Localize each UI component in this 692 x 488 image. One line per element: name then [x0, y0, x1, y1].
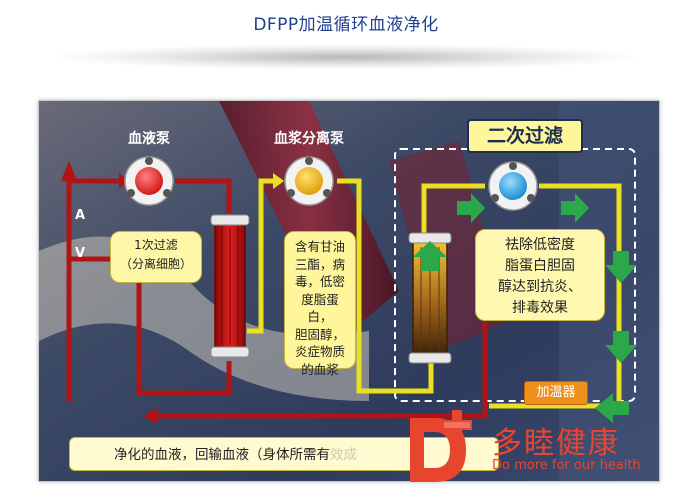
- plasma-line-6: 炎症物质: [294, 344, 345, 359]
- plasma-line-2: 三酯，病: [294, 256, 345, 272]
- secondary-pump: [488, 161, 538, 211]
- green-arrow-left: [595, 393, 629, 423]
- plasma-to-pump: [247, 178, 281, 334]
- plasma-line-4: 度脂蛋白，: [301, 291, 339, 325]
- plasma-arrow-1: [273, 173, 284, 189]
- green-arrow-down-1: [605, 251, 637, 283]
- logo-plus-horizontal: [442, 420, 472, 430]
- return-line: [149, 321, 488, 419]
- return-arrow: [143, 408, 157, 424]
- removal-line-4: 排毒效果: [512, 300, 568, 316]
- plasma-line-3: 毒，低密: [294, 274, 345, 289]
- venous-label: V: [75, 246, 85, 261]
- blood-pump: [124, 156, 174, 206]
- dfpp-diagram: 血液泵 血浆分离泵 A V 二次过滤 1次过滤 （分离细胞） 含有甘油 三酯，病…: [38, 100, 660, 482]
- green-arrow-right-1: [457, 193, 485, 223]
- brand-slogan: Do more for our health: [492, 458, 641, 473]
- plasma-circuit: [247, 178, 622, 409]
- removal-line-3: 醇达到抗炎、: [498, 279, 582, 295]
- green-arrows: [413, 193, 637, 423]
- secondary-filtration-label: 二次过滤: [467, 119, 583, 153]
- title-shadow: [46, 44, 646, 70]
- blood-pump-label: 血液泵: [128, 130, 170, 147]
- filter2-outlet: [489, 183, 622, 409]
- arterial-arrow: [61, 161, 77, 181]
- first-filter-note-line2: （分离细胞）: [119, 257, 192, 271]
- removal-effect-note: 祛除低密度 脂蛋白胆固 醇达到抗炎、 排毒效果: [475, 229, 605, 321]
- pump-in-arrow: [119, 173, 129, 189]
- plasma-pump-label: 血浆分离泵: [274, 130, 344, 147]
- plasma-separation-pump: [284, 156, 334, 206]
- filter2-to-pump3: [421, 183, 485, 241]
- first-filter-note-line1: 1次过滤: [134, 238, 178, 252]
- return-blood-note: 净化的血液，回输血液（身体所需有效成: [69, 437, 499, 471]
- plasma-line-1: 含有甘油: [294, 239, 345, 254]
- green-arrow-up: [413, 241, 447, 271]
- page-title: DFPP加温循环血液净化: [253, 15, 439, 35]
- plasma-contents-note: 含有甘油 三酯，病 毒，低密 度脂蛋白， 胆固醇， 炎症物质 的血浆: [284, 231, 356, 377]
- plasma-to-filter2: [337, 178, 434, 394]
- return-blood-text-tail: 效成: [330, 447, 357, 463]
- logo-mark: [410, 410, 472, 482]
- arterial-label: A: [75, 208, 85, 223]
- green-arrow-down-2: [605, 331, 637, 363]
- removal-line-1: 祛除低密度: [505, 237, 575, 253]
- plasma-line-5: 胆固醇，: [294, 326, 345, 342]
- first-filter: [210, 214, 250, 358]
- green-arrow-right-2: [561, 193, 589, 223]
- blood-pump-outlet: [175, 178, 232, 213]
- return-blood-text: 净化的血液，回输血液（身体所需有: [114, 447, 330, 463]
- brand-logo: 多睦健康 Do more for our health: [404, 400, 692, 488]
- first-filter-note: 1次过滤 （分离细胞）: [110, 231, 202, 283]
- removal-line-2: 脂蛋白胆固: [505, 258, 575, 274]
- plasma-line-7: 的血浆: [301, 361, 339, 377]
- heater-label: 加温器: [524, 381, 588, 405]
- brand-name: 多睦健康: [492, 426, 620, 461]
